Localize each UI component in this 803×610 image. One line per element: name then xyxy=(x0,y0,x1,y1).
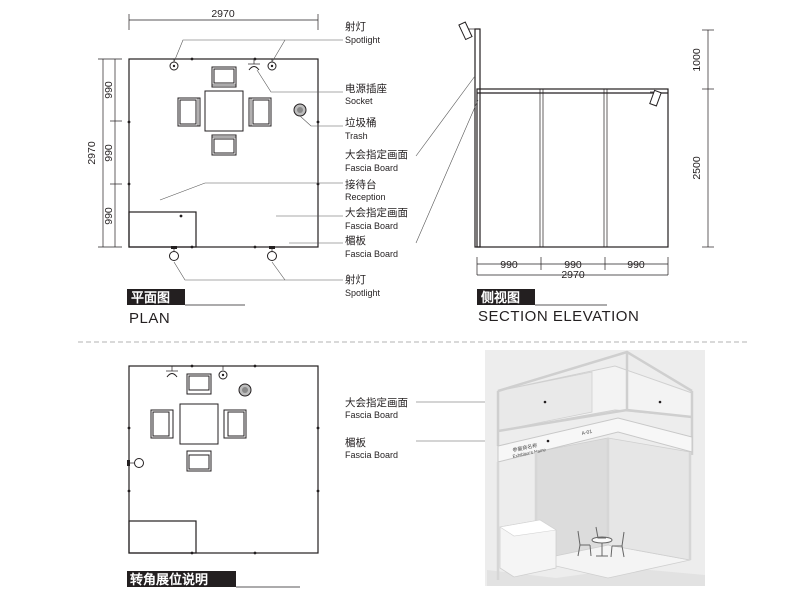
label-fascia1-en: Fascia Board xyxy=(345,163,398,173)
chair-icon xyxy=(177,97,201,127)
corner-reception-desk xyxy=(128,520,197,554)
label-lintel-en: Fascia Board xyxy=(345,249,398,259)
section-dim-right-top: 1000 xyxy=(691,48,703,72)
table xyxy=(204,90,244,132)
spotlight-icon xyxy=(218,366,228,380)
section-elevation-view: 1000 2500 990 990 990 2970 侧视图 SECTION E… xyxy=(415,21,714,325)
socket-icon xyxy=(166,366,178,378)
spotlight-icon xyxy=(127,458,144,468)
label-spotlight-bottom-en: Spotlight xyxy=(345,288,381,298)
section-title-bar xyxy=(477,289,535,305)
trash-icon xyxy=(238,383,252,397)
corner-booth-outline xyxy=(128,365,319,554)
section-dim-bottom-3: 990 xyxy=(627,259,645,271)
plan-dim-left-3: 990 xyxy=(103,207,115,225)
label-reception-en: Reception xyxy=(345,192,386,202)
section-dim-bottom-2: 990 xyxy=(564,259,582,271)
section-dim-bottom-1: 990 xyxy=(500,259,518,271)
label-spotlight-bottom-cn: 射灯 xyxy=(345,273,366,286)
corner-lintel-en: Fascia Board xyxy=(345,450,398,460)
leader-section-fascia xyxy=(415,75,476,157)
plan-dim-left-1: 990 xyxy=(103,81,115,99)
section-title-en: SECTION ELEVATION xyxy=(478,308,639,325)
spotlight-icon xyxy=(267,246,277,261)
label-socket-en: Socket xyxy=(345,96,373,106)
render-furniture xyxy=(577,526,625,558)
chair-icon xyxy=(186,450,212,472)
leader-socket xyxy=(256,69,343,93)
section-title-cn: 侧视图 xyxy=(481,290,520,306)
chair-icon xyxy=(223,409,247,439)
render-booth-no: A-01 xyxy=(581,429,593,437)
chair-icon xyxy=(211,66,237,88)
label-spotlight-top-en: Spotlight xyxy=(345,35,381,45)
corner-booth-plan: 转角展位说明 xyxy=(127,364,320,588)
label-reception-cn: 接待台 xyxy=(345,178,377,191)
leader-spotlight-top xyxy=(173,39,343,63)
section-post-2 xyxy=(603,88,608,248)
label-lintel-cn: 楣板 xyxy=(345,234,366,247)
spotlight-icon xyxy=(169,59,179,71)
leader-spotlight-bottom xyxy=(173,261,343,281)
corner-fascia-en: Fascia Board xyxy=(345,410,398,420)
spotlight-icon xyxy=(649,89,662,107)
plan-post-dots xyxy=(127,57,320,249)
plan-dim-left-total: 2970 xyxy=(86,141,98,165)
plan-view: 2970 2970 990 990 990 xyxy=(86,8,408,327)
label-socket-cn: 电源插座 xyxy=(345,82,387,95)
plan-dim-left-2: 990 xyxy=(103,144,115,162)
label-trash-en: Trash xyxy=(345,131,368,141)
chair-icon xyxy=(150,409,174,439)
booth-render: 参展商名称 Exhibitor's Name A-01 xyxy=(485,350,705,586)
label-spotlight-top-cn: 射灯 xyxy=(345,20,366,33)
plan-dim-top: 2970 xyxy=(211,8,235,20)
plan-booth-outline xyxy=(128,58,319,248)
table-with-chairs xyxy=(177,66,272,156)
label-fascia1-cn: 大会指定画面 xyxy=(345,148,408,161)
label-fascia2-en: Fascia Board xyxy=(345,221,398,231)
label-fascia2-cn: 大会指定画面 xyxy=(345,206,408,219)
trash-icon xyxy=(293,103,307,117)
table xyxy=(179,403,219,445)
section-dim-right-bottom: 2500 xyxy=(691,156,703,180)
leader-reception xyxy=(159,182,343,201)
section-dim-bottom-total: 2970 xyxy=(561,269,585,281)
corner-title-bar xyxy=(127,571,236,587)
reception-desk xyxy=(128,211,197,248)
chair-icon xyxy=(186,373,212,395)
section-post-1 xyxy=(539,88,544,248)
socket-icon xyxy=(248,59,260,71)
spotlight-icon xyxy=(267,59,277,71)
plan-title-cn: 平面图 xyxy=(131,291,170,306)
corner-lintel-cn: 楣板 xyxy=(345,436,366,449)
chair-icon xyxy=(211,134,237,156)
table-with-chairs xyxy=(150,373,247,472)
spotlight-icon xyxy=(169,246,179,261)
chair-icon xyxy=(248,97,272,127)
leader-trash xyxy=(299,115,343,127)
label-trash-cn: 垃圾桶 xyxy=(345,116,377,129)
plan-title-en: PLAN xyxy=(129,310,170,327)
plan-title-bar xyxy=(127,289,185,305)
leader-section-lintel xyxy=(415,99,479,244)
corner-title-cn: 转角展位说明 xyxy=(130,572,208,588)
section-frame xyxy=(476,88,669,248)
corner-fascia-cn: 大会指定画面 xyxy=(345,396,408,409)
